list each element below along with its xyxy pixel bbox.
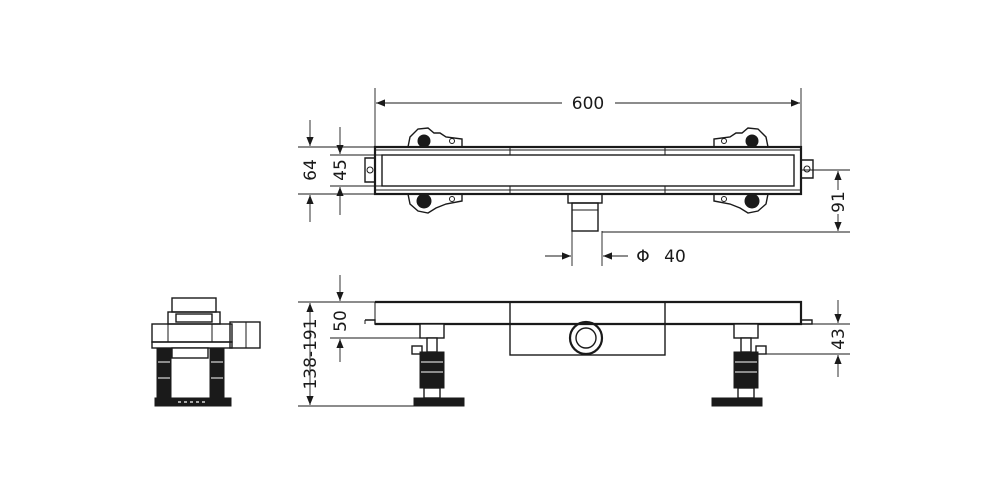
outlet-pipe-inner [575,327,597,349]
right-adjustable-foot [711,323,767,407]
dim-channel-depth-label: 50 [331,310,351,332]
left-bottom-bracket [407,193,463,214]
channel-outer [373,145,803,196]
dim-channel-depth: 50 [330,275,420,362]
left-adjustable-foot [411,323,465,407]
dim-outlet-diameter-label: 40 [664,247,686,267]
channel-body [375,300,803,326]
right-top-bracket [713,127,769,148]
dim-right-height: 43 [758,300,850,377]
dim-outlet-diameter: Φ 40 [545,231,686,267]
outlet-pipe-outer [568,320,604,356]
right-end-tab [801,159,814,179]
dim-length: 600 [374,88,802,147]
dim-outlet-depth: 91 [602,169,850,233]
dim-length-label: 600 [572,94,604,114]
dim-right-height-label: 43 [829,328,849,350]
front-view: 138-191 50 43 [298,275,850,407]
dim-height-total-label: 64 [301,159,321,181]
outlet-spigot [567,193,603,232]
dim-height-range-label: 138-191 [301,318,321,389]
dim-height-range: 138-191 [298,301,414,407]
dim-height-channel: 45 [330,127,382,215]
top-view: 600 64 45 91 [298,88,850,267]
left-top-bracket [407,127,463,148]
end-view [151,297,261,407]
dim-height-channel-label: 45 [331,159,351,181]
channel-grate [381,154,795,187]
dim-outlet-diameter-symbol: Φ [636,247,649,267]
dim-outlet-depth-label: 91 [829,191,849,213]
right-bottom-bracket [713,193,769,214]
left-end-tab [364,157,375,183]
